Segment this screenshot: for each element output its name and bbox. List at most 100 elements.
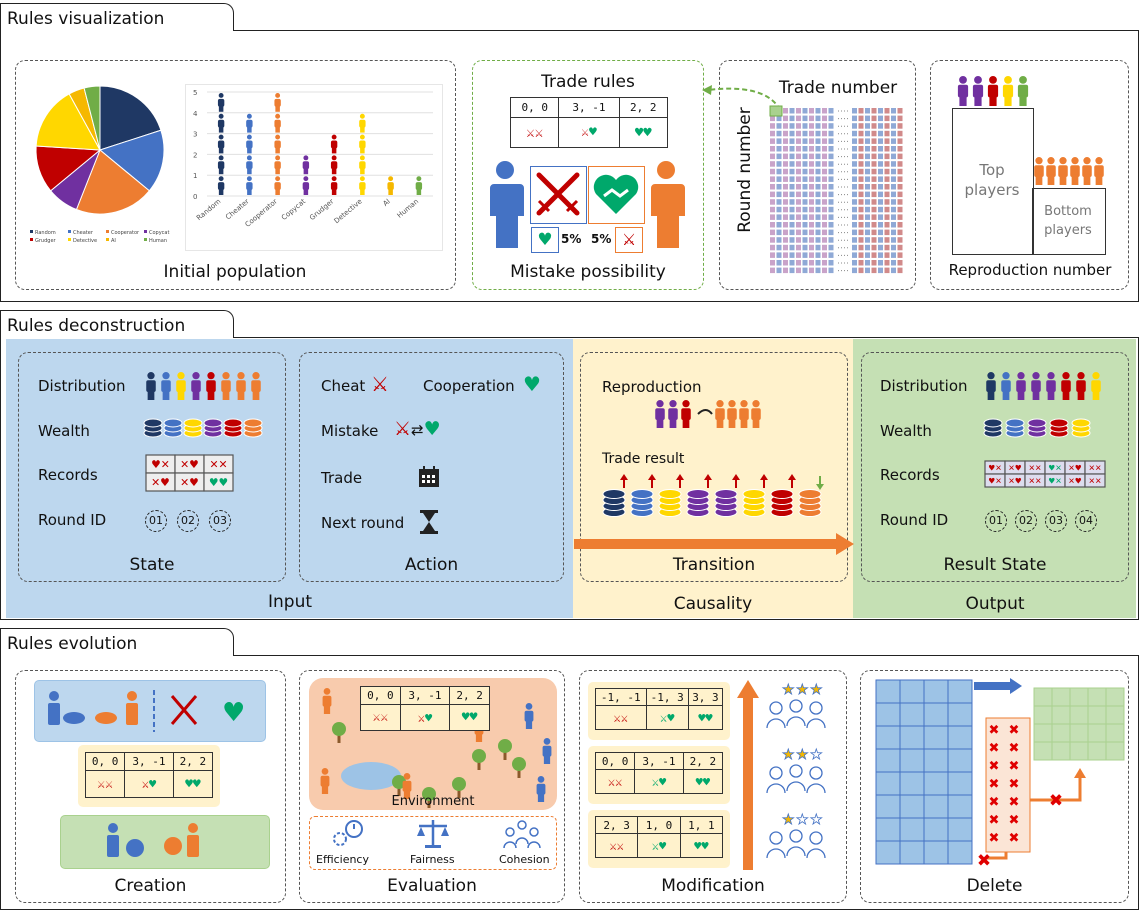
trade-cell xyxy=(770,168,775,175)
improvement-arrow xyxy=(737,680,759,870)
small-grid-cell xyxy=(1033,741,1053,761)
top-players-box xyxy=(952,108,1034,255)
cohesion-icon xyxy=(503,820,541,849)
distribution-person-icon xyxy=(221,372,231,400)
trade-cell xyxy=(796,222,801,228)
trade-cell xyxy=(828,130,834,137)
action-panel xyxy=(299,352,564,582)
trade-cell xyxy=(809,184,814,190)
fairness-label: Fairness xyxy=(410,853,455,866)
trade-cell xyxy=(815,260,821,266)
small-grid-cell xyxy=(1051,705,1071,725)
crowd-head-icon xyxy=(789,764,803,778)
trade-cell xyxy=(776,252,782,258)
trade-cell xyxy=(796,184,801,190)
trade-cell xyxy=(828,191,834,198)
trade-cell xyxy=(828,115,834,122)
payoff-cell: 3, -1 xyxy=(634,752,684,770)
trade-cell xyxy=(815,130,821,137)
action-trade: Trade xyxy=(321,469,363,487)
trade-cell xyxy=(878,146,883,152)
trade-cell xyxy=(884,244,890,251)
trade-cell xyxy=(865,184,870,190)
metrics-box xyxy=(309,816,557,870)
coop-coop-icon: ♥♥ xyxy=(172,770,214,798)
crowd-body-icon xyxy=(786,781,806,792)
handshake-heart-icon xyxy=(593,174,639,214)
trade-cell xyxy=(871,130,877,137)
trade-cell xyxy=(891,199,896,205)
trade-cell xyxy=(858,214,864,220)
record-mark: ✕✕ xyxy=(1028,476,1041,485)
trade-cell xyxy=(776,199,782,205)
distribution-person-icon xyxy=(1046,372,1056,400)
trade-cell xyxy=(776,115,782,122)
tree-icon xyxy=(472,749,486,763)
trade-result-stack xyxy=(714,489,738,517)
trade-cell xyxy=(884,222,890,228)
small-grid-cell xyxy=(1069,705,1089,725)
crossed-swords-icon xyxy=(536,172,580,216)
trade-cell xyxy=(789,161,795,167)
crowd-body-icon xyxy=(786,716,806,727)
distribution-person-icon xyxy=(986,372,996,400)
small-grid-cell xyxy=(1051,741,1071,761)
trade-cell xyxy=(884,206,890,213)
trade-cell xyxy=(897,138,903,144)
y-tick-label: 0 xyxy=(193,193,197,201)
trade-cell xyxy=(878,130,883,137)
bottom-players-line2: players xyxy=(1044,223,1092,238)
trade-cell xyxy=(871,168,877,175)
trade-cell xyxy=(822,168,827,175)
trade-cell xyxy=(884,130,890,137)
trade-cell xyxy=(878,123,883,129)
delete-panel xyxy=(860,670,1129,903)
trade-cell xyxy=(878,108,883,114)
up-arrow-head xyxy=(648,474,656,480)
trade-cell xyxy=(809,130,814,137)
trade-cell xyxy=(776,138,782,144)
trade-result-stack xyxy=(686,489,710,517)
trade-cell xyxy=(891,184,896,190)
payoff-cell: 1, 0 xyxy=(637,816,681,834)
swords-box xyxy=(530,166,587,224)
trade-cell xyxy=(783,214,788,220)
trade-cell xyxy=(878,168,883,175)
small-grid-cell xyxy=(1105,741,1125,761)
payoff-icon-cell: ♥♥ xyxy=(679,833,724,858)
trade-cell xyxy=(822,123,827,129)
result-state-panel xyxy=(861,352,1129,582)
trade-cell xyxy=(865,222,870,228)
trade-cell xyxy=(770,176,775,182)
big-grid-cell xyxy=(947,817,973,842)
trade-cell xyxy=(852,146,857,152)
bottom-player-icon xyxy=(1094,157,1104,185)
record-mark: ✕✕ xyxy=(209,458,227,471)
trade-cell xyxy=(865,252,870,258)
bottom-players-line1: Bottom xyxy=(1044,204,1092,219)
right-arrow-head xyxy=(1010,678,1022,694)
crowd-body-icon xyxy=(806,718,826,729)
big-grid-cell xyxy=(947,702,973,727)
trade-cell xyxy=(891,168,896,175)
trade-cell xyxy=(871,237,877,243)
small-grid-cell xyxy=(1033,687,1053,707)
state-label: State xyxy=(129,555,175,575)
bar-person-icon xyxy=(274,93,281,112)
trade-cell xyxy=(865,115,870,122)
trade-cell xyxy=(789,199,795,205)
cheat-cheat-icon: ⚔⚔ xyxy=(509,117,560,148)
trade-cell xyxy=(815,229,821,236)
trade-cell xyxy=(822,191,827,198)
trade-cell xyxy=(884,168,890,175)
transition-trade-result: Trade result xyxy=(602,451,685,467)
crowd-body-icon xyxy=(786,846,806,857)
section-title: Rules visualization xyxy=(7,9,165,29)
wealth-coin-icon xyxy=(1005,418,1025,438)
trade-cell xyxy=(796,260,801,266)
trade-cell xyxy=(802,237,808,243)
record-mark: ✕♥ xyxy=(1008,476,1022,485)
payoff-cell: 2, 3 xyxy=(594,816,639,834)
top-player-icon xyxy=(957,76,969,106)
